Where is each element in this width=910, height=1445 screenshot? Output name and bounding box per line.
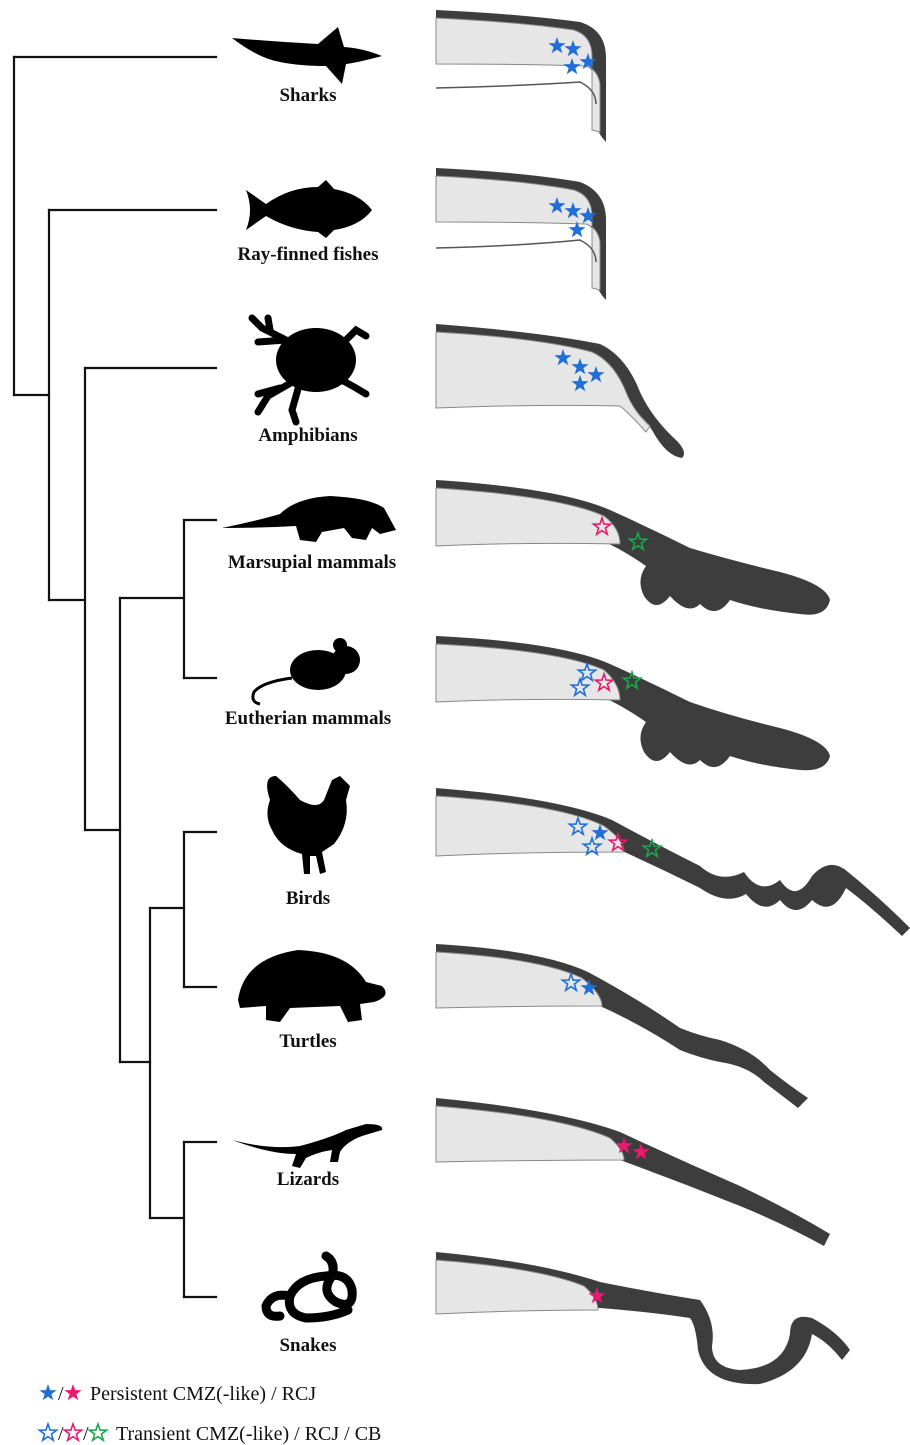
schematic-sharks [436,10,606,142]
frog-silhouette [252,318,366,422]
shark-silhouette [232,27,382,84]
legend-persistent-blue-star [39,1384,56,1400]
legend-slash-2: / [58,1423,64,1445]
legend: / Persistent CMZ(-like) / RCJ / / Transi… [39,1383,381,1445]
schematic-lizards [436,1098,830,1246]
legend-transient-blue-star [39,1424,56,1440]
legend-slash-1: / [58,1383,64,1405]
legend-transient-text: Transient CMZ(-like) / RCJ / CB [116,1423,381,1445]
legend-transient-pink-star [64,1424,81,1440]
taxon-label-ray-finned-fishes: Ray-finned fishes [238,244,379,265]
legend-persistent-pink-star [64,1384,81,1400]
taxon-label-lizards: Lizards [277,1169,339,1190]
opossum-silhouette [222,496,396,542]
taxon-label-turtles: Turtles [279,1031,336,1052]
legend-slash-3: / [83,1423,89,1445]
schematic-birds [436,788,910,936]
schematic-turtles [436,944,808,1108]
schematic-eutherian-mammals [436,636,830,770]
lizard-silhouette [232,1124,382,1168]
chicken-silhouette [267,776,350,874]
taxon-labels: Sharks Ray-finned fishes Amphibians Mars… [225,85,396,1356]
legend-transient-green-star [89,1424,106,1440]
snake-silhouette [266,1256,352,1318]
mouse-silhouette [253,638,360,704]
schematic-amphibians [436,324,684,458]
taxon-label-marsupial-mammals: Marsupial mammals [228,552,396,573]
taxon-label-amphibians: Amphibians [258,425,357,446]
fish-silhouette [246,180,372,238]
taxon-label-sharks: Sharks [279,85,336,106]
tortoise-silhouette [238,950,386,1022]
phylogenetic-tree [14,57,216,1297]
taxon-label-birds: Birds [286,888,330,909]
schematic-snakes [436,1252,850,1384]
taxon-label-snakes: Snakes [279,1335,336,1356]
legend-persistent-text: Persistent CMZ(-like) / RCJ [90,1383,316,1405]
taxon-label-eutherian-mammals: Eutherian mammals [225,708,391,729]
